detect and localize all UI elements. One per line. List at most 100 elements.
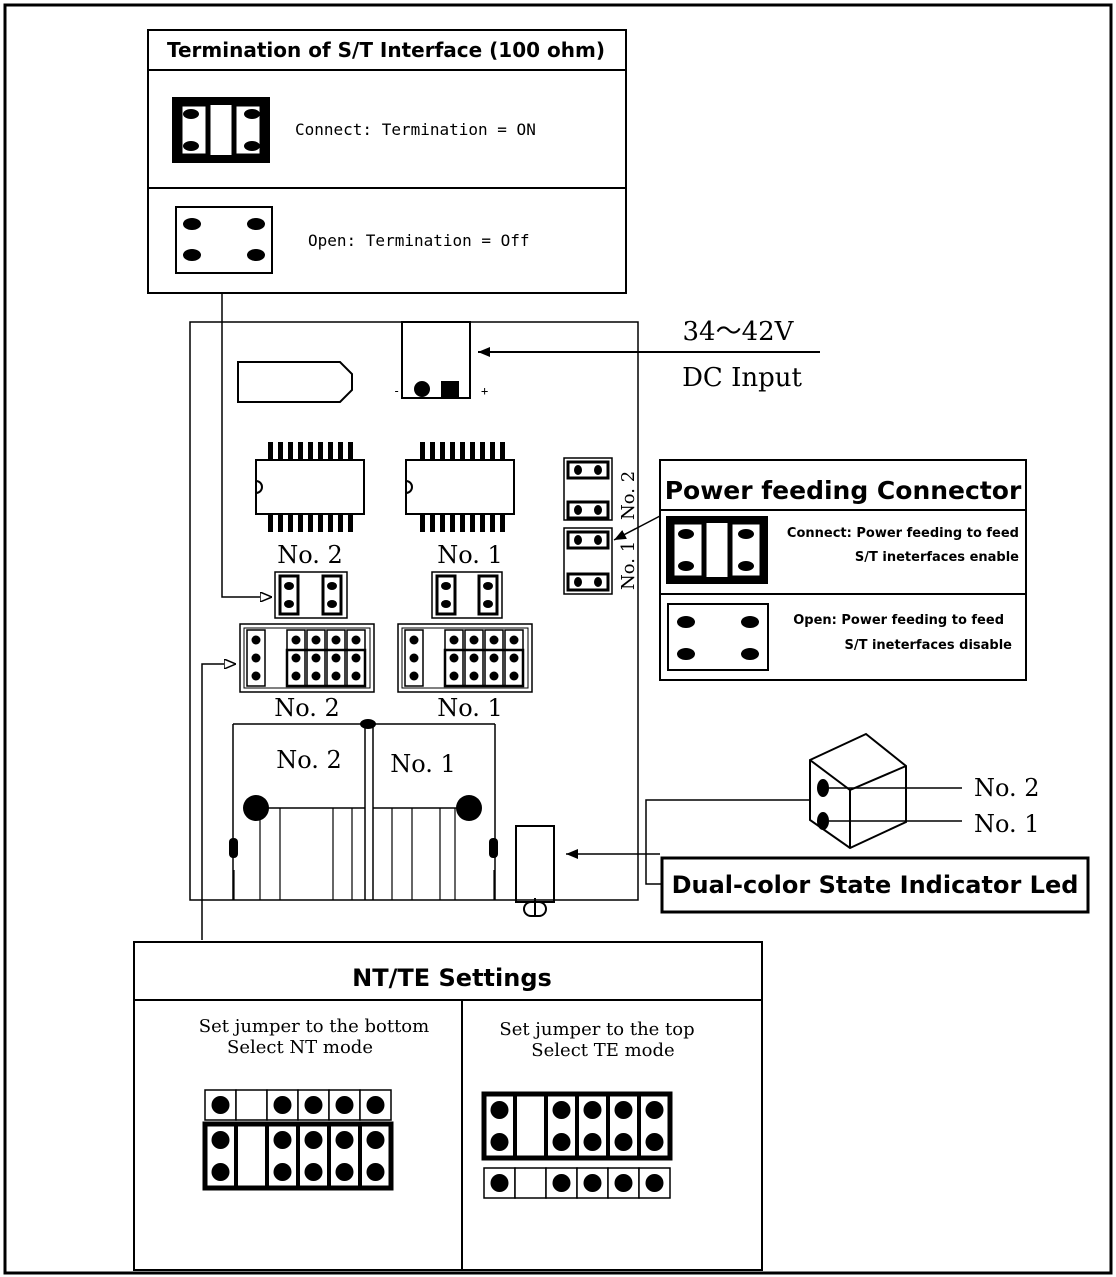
jumper-pin: [409, 635, 419, 645]
power-open-line2: S/T ineterfaces disable: [844, 638, 1012, 653]
ntte-right-line1: Set jumper to the top: [499, 1019, 694, 1040]
chip-pin: [420, 442, 425, 460]
jumper-pin: [211, 1131, 230, 1149]
jumper-pin: [614, 1101, 633, 1119]
jumper-pin: [331, 635, 341, 645]
jumper-pin: [469, 653, 479, 663]
ntte-left-line1: Set jumper to the bottom: [199, 1016, 429, 1037]
jumper-pin: [291, 671, 301, 681]
chip-pin: [318, 514, 323, 532]
power-feeding-header: [563, 457, 613, 595]
jumper-pin: [489, 671, 499, 681]
jumper-pin: [490, 1133, 509, 1151]
jumper-pin: [469, 671, 479, 681]
chip-pin: [298, 442, 303, 460]
jumper-pin: [335, 1096, 354, 1114]
power-header-no2-label: No. 2: [618, 471, 639, 520]
jumper-pin: [351, 653, 361, 663]
chip-pin: [328, 442, 333, 460]
jumper-pin: [449, 653, 459, 663]
jumper-pin: [331, 671, 341, 681]
jumper-pin: [273, 1131, 292, 1149]
chip-pin: [450, 442, 455, 460]
jumper-pin: [449, 671, 459, 681]
ntte-jumper-block-no2: [239, 623, 375, 693]
jumper-pin: [304, 1096, 323, 1114]
jumper-pin: [335, 1131, 354, 1149]
jumper-pin: [273, 1096, 292, 1114]
jumper-pin: [251, 671, 261, 681]
power-header-no1-label: No. 1: [618, 541, 639, 590]
chip-pin: [440, 514, 445, 532]
jumper-pin: [645, 1101, 664, 1119]
dc-plus: +: [481, 384, 488, 398]
jumper-pin: [645, 1133, 664, 1151]
jumper-pin: [509, 653, 519, 663]
chip-pin: [440, 442, 445, 460]
chip-pin: [480, 442, 485, 460]
led-detail: No. 2 No. 1: [645, 732, 1040, 885]
jumper-pin: [366, 1131, 385, 1149]
jumper-pin: [490, 1101, 509, 1119]
ntte-settings-box: NT/TE Settings Set jumper to the bottom …: [133, 941, 763, 1271]
jumper-pin: [409, 671, 419, 681]
chip-pin: [470, 442, 475, 460]
jumper-pin: [449, 635, 459, 645]
chip-pin: [278, 442, 283, 460]
power-jumper-connected-icon: [666, 516, 768, 584]
jumper-pin: [583, 1133, 602, 1151]
te-mode-jumper-diagram: [481, 1091, 673, 1199]
chip-pin: [288, 442, 293, 460]
jumper-pin: [351, 635, 361, 645]
chip-pin: [338, 514, 343, 532]
jumper-open-icon: [175, 206, 273, 274]
led-no2-label: No. 2: [974, 774, 1040, 802]
termination-jumper-no2: [274, 571, 348, 619]
led-no1-label: No. 1: [974, 810, 1040, 838]
jumper-pin: [304, 1131, 323, 1149]
termination-box: Termination of S/T Interface (100 ohm) C…: [147, 29, 627, 294]
led-box-label: Dual-color State Indicator Led: [672, 871, 1079, 899]
jumper-pin: [311, 653, 321, 663]
chip-no1-label: No. 1: [437, 541, 503, 569]
chip-pin: [308, 442, 313, 460]
jumper-pin: [552, 1174, 571, 1192]
jumper-pin: [211, 1163, 230, 1181]
chip-pin: [500, 442, 505, 460]
jumper-pin: [583, 1101, 602, 1119]
jumper-pin: [552, 1101, 571, 1119]
chip-pin: [490, 514, 495, 532]
chip-pin: [268, 442, 273, 460]
ntte-callout-line: [201, 664, 236, 940]
jumper-pin: [509, 671, 519, 681]
chip-pin: [500, 514, 505, 532]
oscillator: [237, 361, 353, 403]
chip-pin: [480, 514, 485, 532]
jumper-pin: [331, 653, 341, 663]
chip-no1: [405, 442, 515, 532]
jumper-pin: [583, 1174, 602, 1192]
chip-pin: [348, 442, 353, 460]
dc-minus: -: [393, 384, 400, 398]
jumper-pin: [489, 653, 499, 663]
chip-pin: [268, 514, 273, 532]
chip-pin: [338, 442, 343, 460]
port-no2-label: No. 2: [276, 746, 342, 774]
jumper-pin: [251, 653, 261, 663]
jumper-pin: [614, 1174, 633, 1192]
jumper-pin: [409, 653, 419, 663]
jumper-pin: [311, 671, 321, 681]
jumper-pin: [490, 1174, 509, 1192]
port-no1-label: No. 1: [390, 750, 456, 778]
jumper-pin: [489, 635, 499, 645]
led-label-box: Dual-color State Indicator Led: [660, 856, 1090, 914]
power-feeding-box: Power feeding Connector Connect: Power f…: [659, 459, 1027, 681]
termination-jumper-no1: [431, 571, 503, 619]
jumper-pin: [366, 1096, 385, 1114]
chip-pin: [328, 514, 333, 532]
power-open-line1: Open: Power feeding to feed: [793, 613, 1004, 628]
jumper-pin: [273, 1163, 292, 1181]
rj45-ports: [229, 719, 498, 900]
chip-pin: [460, 442, 465, 460]
